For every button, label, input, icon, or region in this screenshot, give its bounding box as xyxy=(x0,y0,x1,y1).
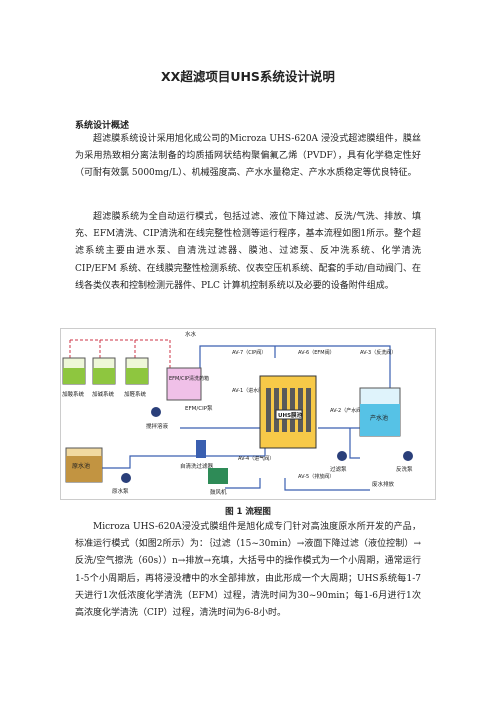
process-flow-diagram: 加酸系统 加碱系统 加醛系统 水水 EFM/CIP清洗药箱 EFM/CIP泵 搅… xyxy=(60,328,436,500)
backwash-pump-label: 反洗泵 xyxy=(396,465,413,473)
av2-label: AV-2（产水阀） xyxy=(330,407,366,414)
self-filter-icon xyxy=(196,440,206,458)
uhs-label: UHS膜池 xyxy=(278,411,303,419)
av1-label: AV-1（进水阀） xyxy=(232,387,268,394)
rotor-pump-label: 搅拌溶液 xyxy=(146,422,169,430)
raw-pump-icon xyxy=(121,473,131,483)
paragraph-system: 超滤膜系统为全自动运行模式，包括过滤、液位下降过滤、反洗/气洗、排放、填充、EF… xyxy=(75,212,421,291)
av6-label: AV-6（EFM阀） xyxy=(298,349,335,356)
raw-tank-label: 原水池 xyxy=(72,462,90,470)
raw-pump-label: 原水泵 xyxy=(112,487,129,495)
av4-label: AV-4（进气阀） xyxy=(238,455,274,462)
av5-label: AV-5（排放阀） xyxy=(298,473,334,480)
document-title: XX超滤项目UHS系统设计说明 xyxy=(161,69,335,84)
dosing-label-3: 加醛系统 xyxy=(124,390,147,398)
dosing-tanks xyxy=(62,357,149,385)
rotor-pump-icon xyxy=(151,407,161,417)
backwash-pump-icon xyxy=(403,451,413,461)
blower-label: 鼓风机 xyxy=(210,488,227,496)
dosing-label-1: 加酸系统 xyxy=(62,390,85,398)
water-label: 水水 xyxy=(185,330,197,338)
blower-icon xyxy=(208,468,228,484)
self-filter-label: 自清洗过滤器 xyxy=(180,462,214,470)
dosing-label-2: 加碱系统 xyxy=(92,390,115,398)
efm-tank-label: EFM/CIP清洗药箱 xyxy=(169,375,209,382)
chemical-lines xyxy=(69,339,171,368)
pipes xyxy=(100,345,391,491)
av3-label: AV-3（反洗阀） xyxy=(360,349,396,356)
paragraph-overview: 超滤膜系统设计采用旭化成公司的Microza UHS-620A 浸没式超滤膜组件… xyxy=(75,134,421,179)
prod-tank-label: 产水池 xyxy=(370,414,388,422)
filter-pump-label: 过滤泵 xyxy=(330,465,347,473)
section-heading: 系统设计概述 xyxy=(75,121,130,131)
efm-cip-tank xyxy=(166,367,202,401)
efm-pump-label: EFM/CIP泵 xyxy=(185,405,213,412)
paragraph-operation: Microza UHS-620A浸没式膜组件是旭化成专门针对高浊度原水所开发的产… xyxy=(75,522,421,619)
waste-label: 废水排放 xyxy=(372,480,395,488)
av7-label: AV-7（CIP阀） xyxy=(232,349,266,356)
figure-caption: 图 1 流程图 xyxy=(225,507,271,517)
filter-pump-icon xyxy=(337,451,347,461)
